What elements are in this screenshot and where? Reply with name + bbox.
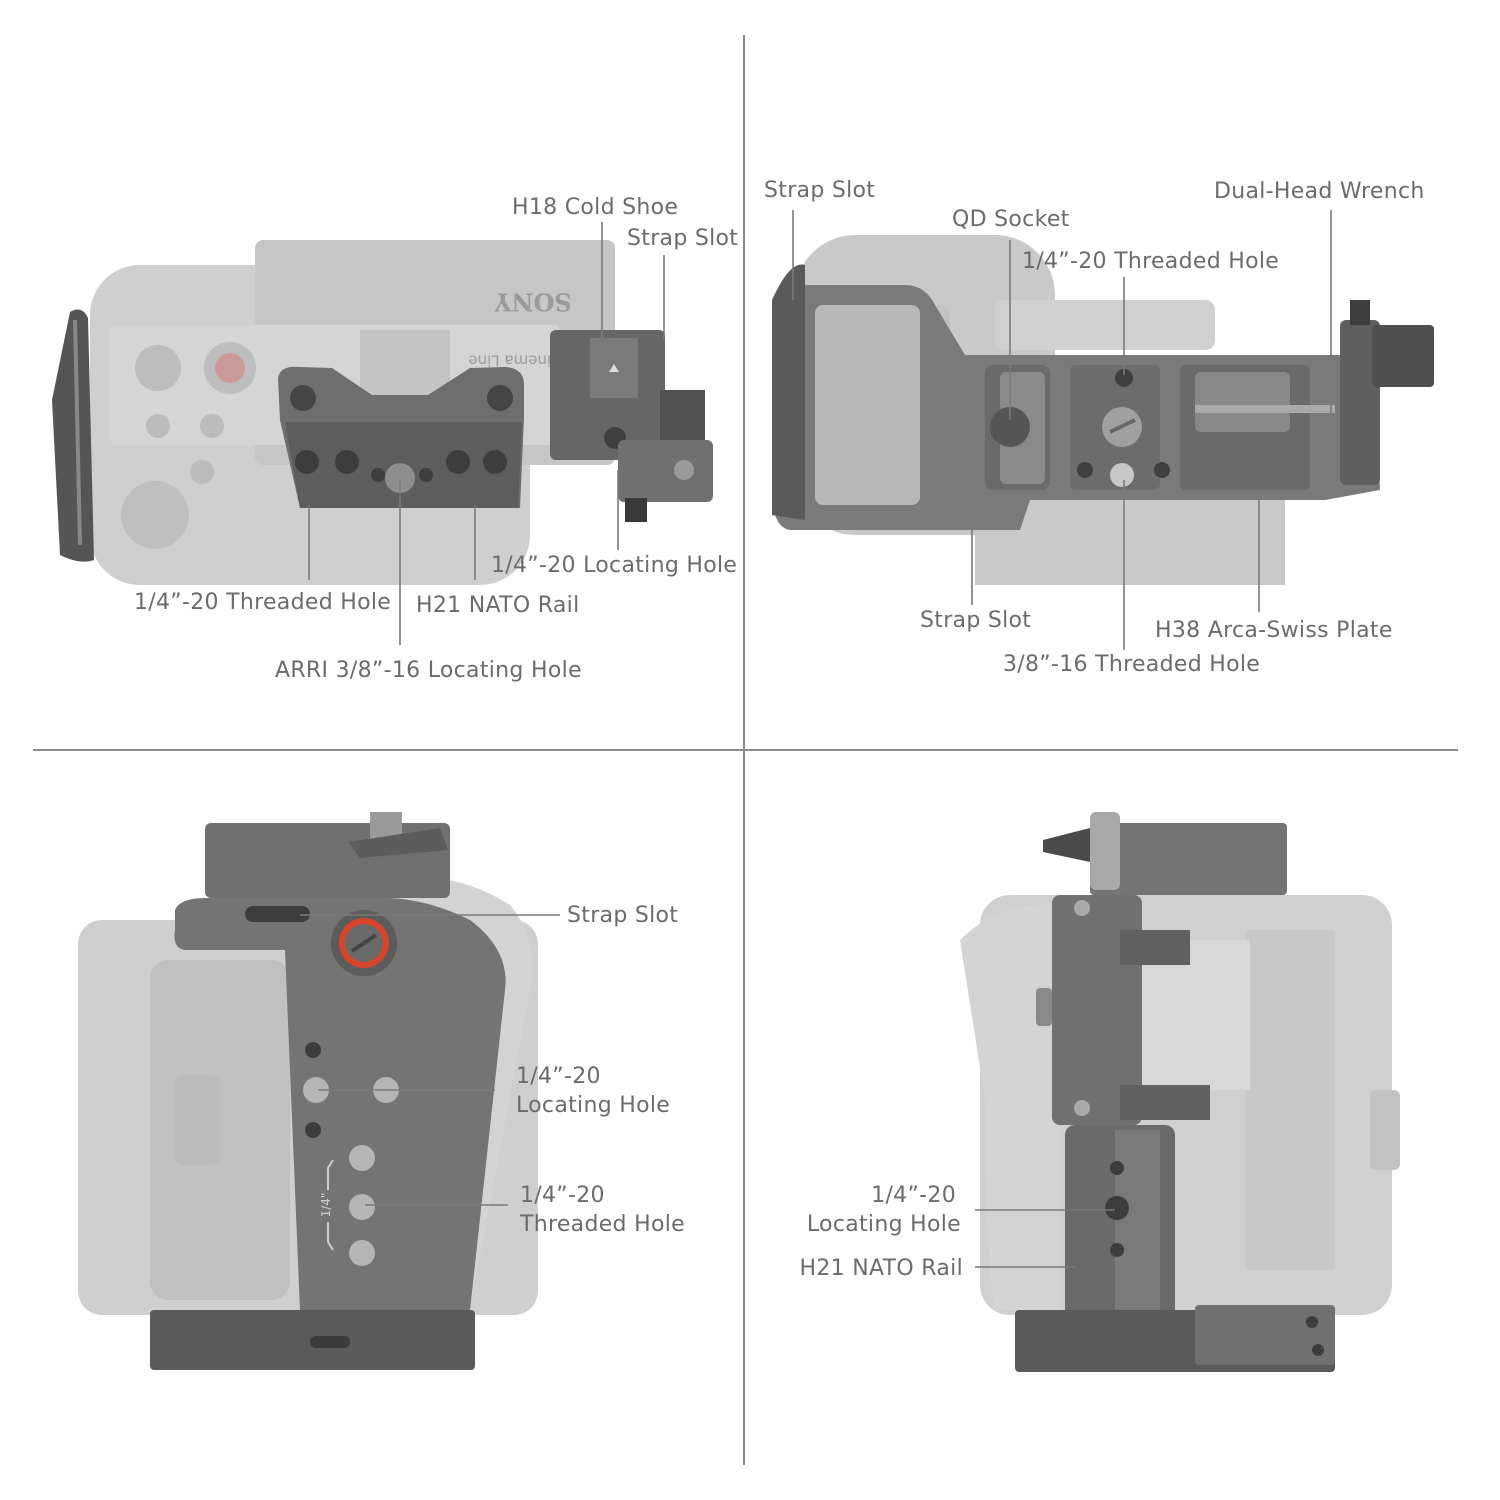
label-strap-slot-grip: Strap Slot xyxy=(567,903,679,928)
label-locating-hole-grip-line2: Locating Hole xyxy=(516,1093,671,1118)
label-threaded-hole-14: 1/4”-20 Threaded Hole xyxy=(1022,249,1280,274)
label-nato-rail-top-left: H21 NATO Rail xyxy=(416,593,580,618)
label-dual-head-wrench: Dual-Head Wrench xyxy=(1214,179,1425,204)
label-threaded-hole-38: 3/8”-16 Threaded Hole xyxy=(1003,652,1261,677)
top-view-side-plate xyxy=(52,309,94,562)
label-h18-cold-shoe: H18 Cold Shoe xyxy=(512,195,679,220)
right-side-cage xyxy=(1015,812,1335,1372)
label-threaded-hole-top-left: 1/4”-20 Threaded Hole xyxy=(134,590,392,615)
label-locating-hole-grip-line1: 1/4”-20 xyxy=(516,1064,601,1089)
top-view-cold-shoe xyxy=(550,330,713,522)
label-threaded-hole-grip-line1: 1/4”-20 xyxy=(520,1183,605,1208)
label-arca-swiss-plate: H38 Arca-Swiss Plate xyxy=(1155,618,1393,643)
label-nato-rail-side: H21 NATO Rail xyxy=(799,1256,963,1281)
top-view-nato-plate xyxy=(278,366,524,508)
brand-logo: SONY xyxy=(493,288,571,317)
grip-side-cage: 1/4" xyxy=(150,812,506,1370)
bottom-view-l-cage xyxy=(772,264,1434,530)
label-strap-slot-top-left: Strap Slot xyxy=(627,226,739,251)
label-locating-hole-side-line1: 1/4”-20 xyxy=(871,1183,956,1208)
label-strap-slot-top-right: Strap Slot xyxy=(764,178,876,203)
horizontal-divider xyxy=(33,749,1458,751)
label-qd-socket: QD Socket xyxy=(952,207,1070,232)
grip-marking: 1/4" xyxy=(319,1193,333,1218)
label-strap-slot-bottom-right: Strap Slot xyxy=(920,608,1032,633)
camera-line-text: Cinema Line xyxy=(468,352,561,370)
label-locating-hole-top-left: 1/4”-20 Locating Hole xyxy=(491,553,738,578)
label-locating-hole-side-line2: Locating Hole xyxy=(806,1212,961,1237)
label-arri-locating-hole: ARRI 3/8”-16 Locating Hole xyxy=(275,658,582,683)
label-threaded-hole-grip-line2: Threaded Hole xyxy=(520,1212,685,1237)
